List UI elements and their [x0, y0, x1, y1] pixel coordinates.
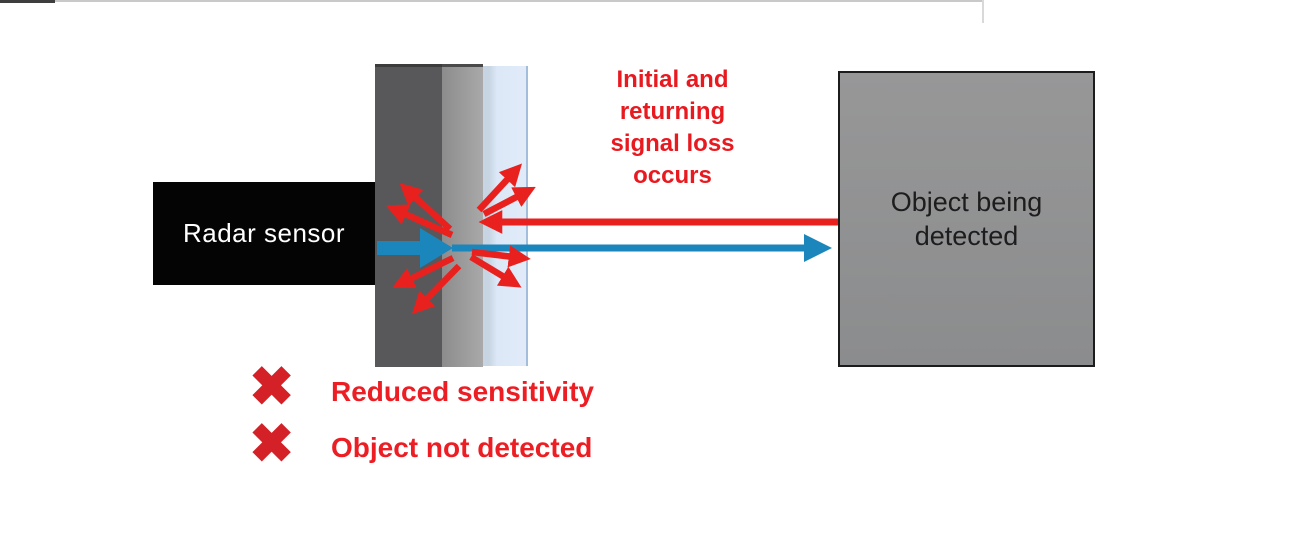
- top-edge-line: [55, 0, 983, 2]
- note-line-1: Initial and: [616, 66, 729, 93]
- note-line-2: returning: [619, 98, 726, 125]
- top-edge-vertical-line: [982, 0, 984, 23]
- x-mark-icon: ✖: [249, 414, 295, 474]
- note-line-4: occurs: [633, 162, 712, 189]
- legend-label-reduced-sensitivity: Reduced sensitivity: [331, 376, 594, 407]
- radar-sensor-box: Radar sensor: [153, 182, 375, 285]
- radar-sensor-label: Radar sensor: [182, 218, 346, 248]
- x-mark-icon: ✖: [249, 357, 295, 417]
- legend-label-object-not-detected: Object not detected: [331, 432, 593, 463]
- object-box-label-line2: detected: [914, 221, 1019, 251]
- wall-layer-light: [483, 66, 528, 366]
- note-line-3: signal loss: [610, 130, 735, 157]
- object-being-detected-box: Object being detected: [838, 71, 1095, 367]
- top-edge-dark-segment: [0, 0, 55, 3]
- wall-layer-mid: [442, 64, 483, 367]
- wall-layer-dark: [375, 64, 442, 367]
- signal-loss-note: Initial and returning signal loss occurs: [585, 64, 760, 192]
- object-box-label-line1: Object being: [890, 187, 1043, 217]
